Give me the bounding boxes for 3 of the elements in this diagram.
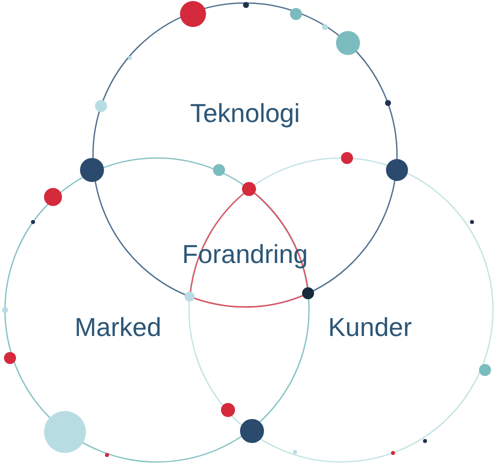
circle-label: Kunder: [328, 314, 412, 340]
circle-label: Teknologi: [190, 100, 300, 126]
circle-label: Marked: [74, 314, 162, 340]
